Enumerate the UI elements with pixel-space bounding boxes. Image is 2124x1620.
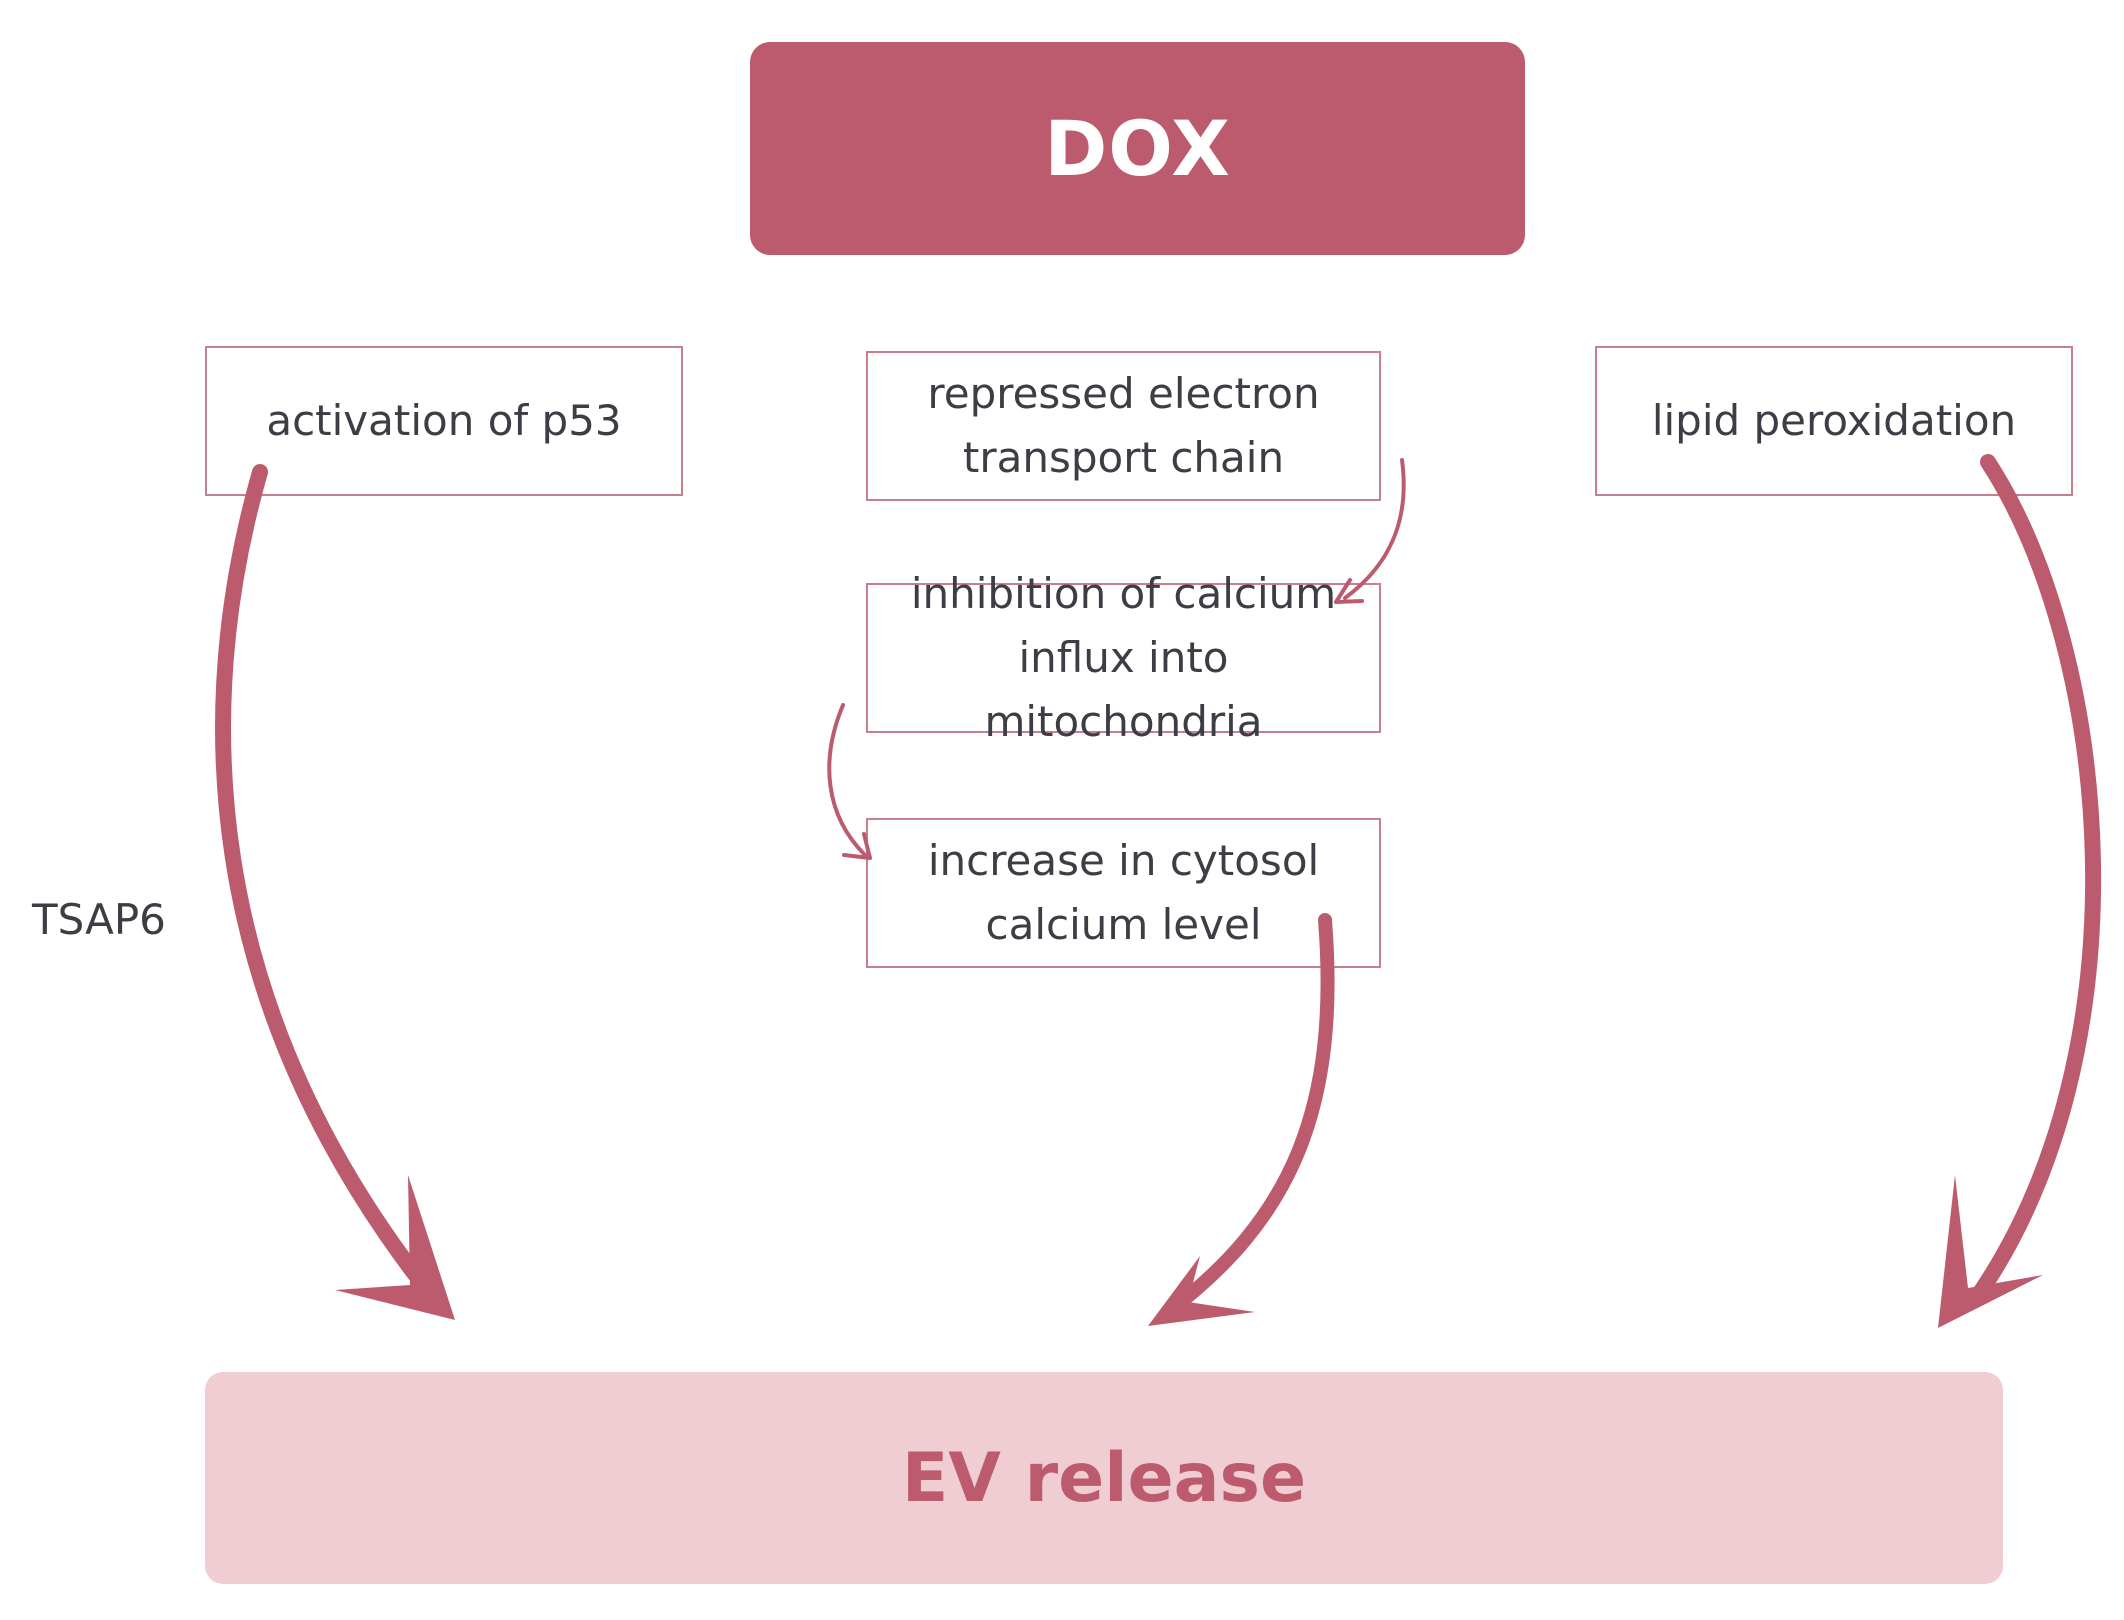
arrow-inhib-to-cyto: [827, 703, 872, 860]
node-etc-line-1: repressed electron: [927, 369, 1320, 418]
node-inhib-line-1: inhibition of calcium: [910, 569, 1337, 618]
node-inhib-line-2: influx into mitochondria: [984, 633, 1263, 746]
edge-label-tsap6: TSAP6: [32, 895, 166, 944]
node-increase-in-cytosol-calcium: increase in cytosol calcium level: [866, 818, 1381, 968]
arrow-cyto-to-ev: [1148, 913, 1335, 1326]
node-cyto-line-2: calcium level: [985, 900, 1262, 949]
node-cyto-line-1: increase in cytosol: [927, 836, 1320, 885]
node-repressed-electron-transport-chain: repressed electron transport chain: [866, 351, 1381, 501]
node-etc-line-2: transport chain: [962, 433, 1285, 482]
node-activation-of-p53: activation of p53: [205, 346, 683, 496]
arrow-p53-to-ev: [215, 464, 455, 1320]
ev-release-box: EV release: [205, 1372, 2003, 1584]
node-lipid-line-1: lipid peroxidation: [1651, 396, 2017, 445]
node-p53-line-1: activation of p53: [266, 396, 622, 445]
node-inhibition-of-calcium-influx: inhibition of calcium influx into mitoch…: [866, 569, 1381, 746]
node-lipid-peroxidation: lipid peroxidation: [1595, 346, 2073, 496]
ev-release-label: EV release: [901, 1438, 1307, 1518]
arrow-lipid-to-ev: [1938, 454, 2102, 1328]
dox-box: DOX: [750, 42, 1525, 255]
dox-label: DOX: [1044, 104, 1231, 193]
